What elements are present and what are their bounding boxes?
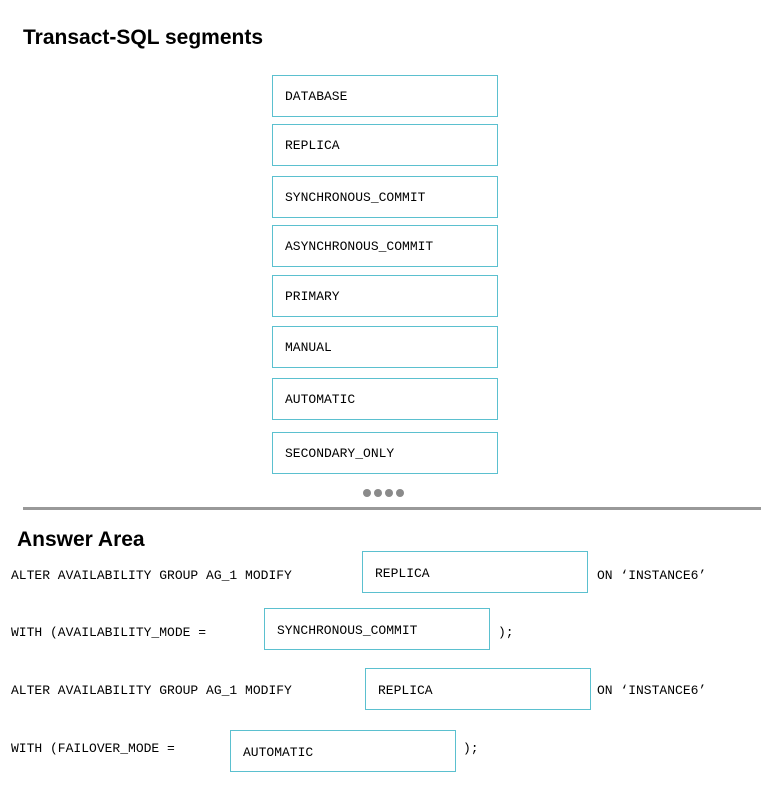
answer-slot-4-value: AUTOMATIC <box>243 745 314 760</box>
dot-icon <box>396 489 404 497</box>
segment-database[interactable]: DATABASE <box>272 75 498 117</box>
answer-slot-2-value: SYNCHRONOUS_COMMIT <box>277 623 418 638</box>
line3-suffix: ON ‘INSTANCE6’ <box>597 683 707 698</box>
answer-slot-2[interactable]: SYNCHRONOUS_COMMIT <box>264 608 490 650</box>
answer-slot-1-value: REPLICA <box>375 566 430 581</box>
segments-title: Transact-SQL segments <box>23 26 264 49</box>
section-divider <box>23 507 761 510</box>
dot-icon <box>385 489 393 497</box>
line4-prefix: WITH (FAILOVER_MODE = <box>11 741 175 756</box>
line3-prefix: ALTER AVAILABILITY GROUP AG_1 MODIFY <box>11 683 292 698</box>
answer-slot-1[interactable]: REPLICA <box>362 551 588 593</box>
scroll-indicator <box>363 489 404 497</box>
line1-suffix: ON ‘INSTANCE6’ <box>597 568 707 583</box>
segment-replica[interactable]: REPLICA <box>272 124 498 166</box>
segment-asynchronous-commit[interactable]: ASYNCHRONOUS_COMMIT <box>272 225 498 267</box>
line2-suffix: ); <box>498 625 514 640</box>
segment-automatic[interactable]: AUTOMATIC <box>272 378 498 420</box>
segment-secondary-only[interactable]: SECONDARY_ONLY <box>272 432 498 474</box>
answer-slot-3-value: REPLICA <box>378 683 433 698</box>
segment-synchronous-commit[interactable]: SYNCHRONOUS_COMMIT <box>272 176 498 218</box>
dot-icon <box>374 489 382 497</box>
segment-manual[interactable]: MANUAL <box>272 326 498 368</box>
answer-area-title: Answer Area <box>17 528 145 551</box>
segment-primary[interactable]: PRIMARY <box>272 275 498 317</box>
answer-slot-4[interactable]: AUTOMATIC <box>230 730 456 772</box>
line4-suffix: ); <box>463 741 479 756</box>
answer-slot-3[interactable]: REPLICA <box>365 668 591 710</box>
line2-prefix: WITH (AVAILABILITY_MODE = <box>11 625 207 640</box>
line1-prefix: ALTER AVAILABILITY GROUP AG_1 MODIFY <box>11 568 292 583</box>
dot-icon <box>363 489 371 497</box>
